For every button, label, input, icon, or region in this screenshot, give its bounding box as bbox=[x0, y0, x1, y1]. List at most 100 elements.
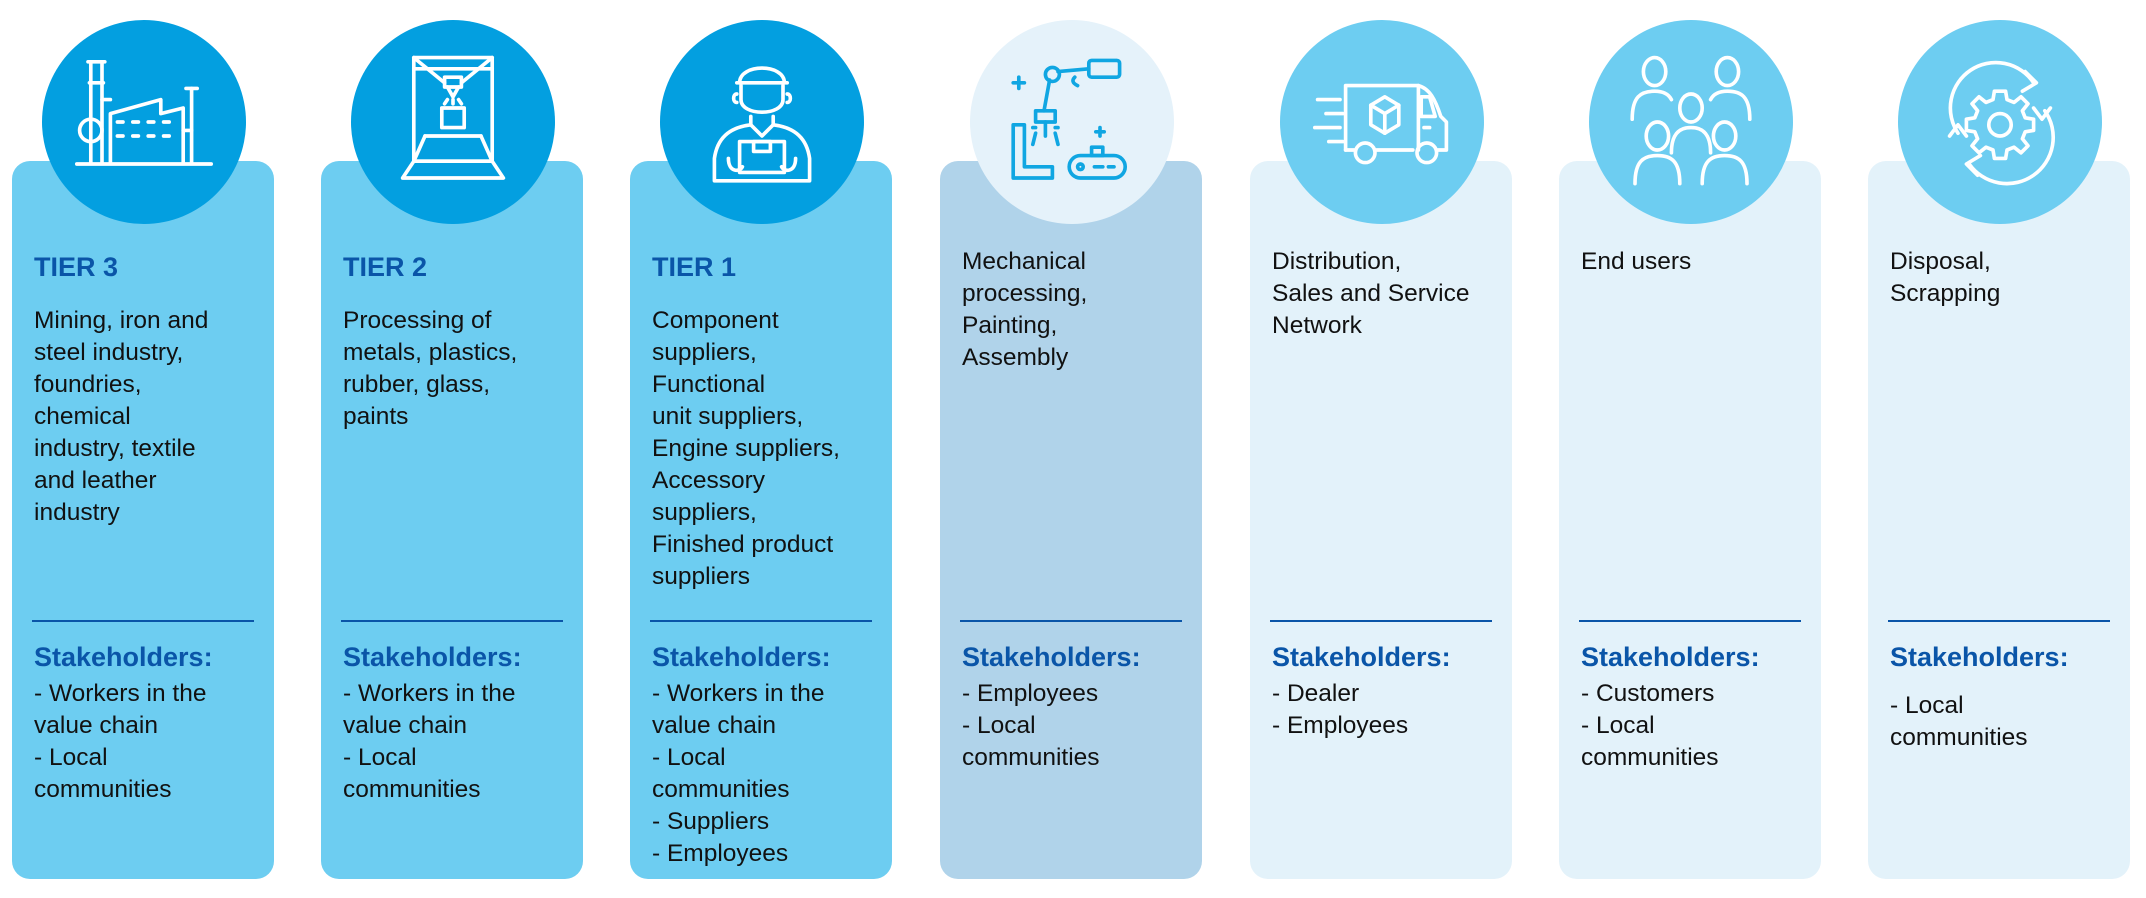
delivery-truck-icon bbox=[1312, 83, 1449, 165]
stakeholder-item: - Workers in the bbox=[343, 680, 516, 707]
stakeholders-list: - Workers in the value chain - Local com… bbox=[652, 678, 887, 870]
stage-end-users: End users Stakeholders: - Customers - Lo… bbox=[1559, 0, 1821, 898]
stakeholder-item: communities bbox=[34, 776, 172, 803]
stage-disposal: Disposal, Scrapping Stakeholders: - Loca… bbox=[1868, 0, 2130, 898]
stage-description: Component suppliers, Functional unit sup… bbox=[652, 305, 887, 593]
recycle-gear-icon bbox=[1947, 60, 2056, 186]
stakeholder-item: - Local bbox=[1890, 692, 1964, 719]
user-group-icon bbox=[1630, 55, 1752, 186]
stage-description: Processing of metals, plastics, rubber, … bbox=[343, 305, 578, 433]
description-line: suppliers, bbox=[652, 499, 757, 526]
stakeholder-item: - Local bbox=[1581, 712, 1655, 739]
stakeholders-heading: Stakeholders: bbox=[343, 642, 522, 672]
divider bbox=[1579, 620, 1801, 622]
stakeholder-item: - Employees bbox=[1272, 712, 1409, 739]
description-line: Painting, bbox=[962, 312, 1058, 339]
tier-label: TIER 1 bbox=[652, 252, 737, 282]
icon-circle bbox=[1280, 20, 1484, 224]
description-line: paints bbox=[343, 403, 409, 430]
stakeholders-list: - Local communities bbox=[1890, 690, 2125, 754]
stakeholders-heading: Stakeholders: bbox=[1890, 642, 2069, 672]
description-line: Accessory bbox=[652, 467, 766, 494]
stage-description: Mechanical processing, Painting, Assembl… bbox=[962, 246, 1197, 374]
description-line: Scrapping bbox=[1890, 280, 2001, 307]
divider bbox=[1270, 620, 1492, 622]
stakeholder-item: - Customers bbox=[1581, 680, 1715, 707]
description-line: Functional bbox=[652, 371, 766, 398]
stakeholder-item: value chain bbox=[652, 712, 776, 739]
description-line: metals, plastics, bbox=[343, 339, 518, 366]
icon-circle bbox=[970, 20, 1174, 224]
stage-card bbox=[1559, 161, 1821, 879]
stakeholder-item: communities bbox=[343, 776, 481, 803]
description-line: Engine suppliers, bbox=[652, 435, 840, 462]
stakeholder-item: communities bbox=[962, 744, 1100, 771]
description-line: processing, bbox=[962, 280, 1088, 307]
description-line: and leather bbox=[34, 467, 157, 494]
divider bbox=[650, 620, 872, 622]
supplier-worker-icon bbox=[712, 66, 812, 183]
icon-circle bbox=[42, 20, 246, 224]
icon-circle bbox=[351, 20, 555, 224]
stage-card bbox=[940, 161, 1202, 879]
stage-description: End users bbox=[1581, 246, 1816, 278]
tier-label: TIER 3 bbox=[34, 252, 119, 282]
stakeholder-item: - Employees bbox=[962, 680, 1099, 707]
stakeholder-item: - Local bbox=[34, 744, 108, 771]
stakeholder-item: - Local bbox=[652, 744, 726, 771]
stakeholder-item: - Dealer bbox=[1272, 680, 1360, 707]
stage-description: Distribution, Sales and Service Network bbox=[1272, 246, 1507, 342]
stakeholders-list: - Customers - Local communities bbox=[1581, 678, 1816, 774]
stage-description: Disposal, Scrapping bbox=[1890, 246, 2125, 310]
description-line: Mechanical bbox=[962, 248, 1086, 275]
stakeholder-item: value chain bbox=[34, 712, 158, 739]
description-line: unit suppliers, bbox=[652, 403, 804, 430]
stakeholders-list: - Dealer - Employees bbox=[1272, 678, 1507, 742]
stakeholders-heading: Stakeholders: bbox=[652, 642, 831, 672]
stakeholder-item: value chain bbox=[343, 712, 467, 739]
stakeholder-item: - Local bbox=[343, 744, 417, 771]
divider bbox=[960, 620, 1182, 622]
stakeholders-heading: Stakeholders: bbox=[962, 642, 1141, 672]
tier-label: TIER 2 bbox=[343, 252, 428, 282]
divider bbox=[32, 620, 254, 622]
description-line: steel industry, bbox=[34, 339, 184, 366]
stage-manufacturing: Mechanical processing, Painting, Assembl… bbox=[940, 0, 1202, 898]
description-line: foundries, bbox=[34, 371, 142, 398]
description-line: Sales and Service bbox=[1272, 280, 1470, 307]
description-line: rubber, glass, bbox=[343, 371, 491, 398]
3d-printer-icon bbox=[400, 55, 506, 180]
stakeholder-item: communities bbox=[1581, 744, 1719, 771]
stage-card bbox=[321, 161, 583, 879]
stakeholder-item: - Workers in the bbox=[34, 680, 207, 707]
icon-circle bbox=[1898, 20, 2102, 224]
robot-arm-icon bbox=[1011, 58, 1128, 180]
description-line: suppliers bbox=[652, 563, 751, 590]
stakeholders-list: - Employees - Local communities bbox=[962, 678, 1197, 774]
description-line: End users bbox=[1581, 248, 1692, 275]
divider bbox=[341, 620, 563, 622]
stakeholder-item: - Workers in the bbox=[652, 680, 825, 707]
stakeholder-item: - Local bbox=[962, 712, 1036, 739]
description-line: industry, textile bbox=[34, 435, 196, 462]
stage-card bbox=[12, 161, 274, 879]
description-line: Processing of bbox=[343, 307, 492, 334]
icon-circle bbox=[1589, 20, 1793, 224]
stakeholder-item: communities bbox=[1890, 724, 2028, 751]
stakeholders-list: - Workers in the value chain - Local com… bbox=[34, 678, 269, 806]
description-line: Finished product bbox=[652, 531, 834, 558]
description-line: chemical bbox=[34, 403, 131, 430]
factory-icon bbox=[74, 59, 214, 166]
stakeholder-item: communities bbox=[652, 776, 790, 803]
stakeholders-heading: Stakeholders: bbox=[34, 642, 213, 672]
stakeholders-heading: Stakeholders: bbox=[1581, 642, 1760, 672]
stage-tier-3: TIER 3 Mining, iron and steel industry, … bbox=[12, 0, 274, 898]
description-line: Network bbox=[1272, 312, 1362, 339]
description-line: Disposal, bbox=[1890, 248, 1991, 275]
stakeholder-item: - Suppliers bbox=[652, 808, 770, 835]
description-line: industry bbox=[34, 499, 120, 526]
stage-distribution: Distribution, Sales and Service Network … bbox=[1250, 0, 1512, 898]
stage-card bbox=[1250, 161, 1512, 879]
stakeholders-list: - Workers in the value chain - Local com… bbox=[343, 678, 578, 806]
divider bbox=[1888, 620, 2110, 622]
